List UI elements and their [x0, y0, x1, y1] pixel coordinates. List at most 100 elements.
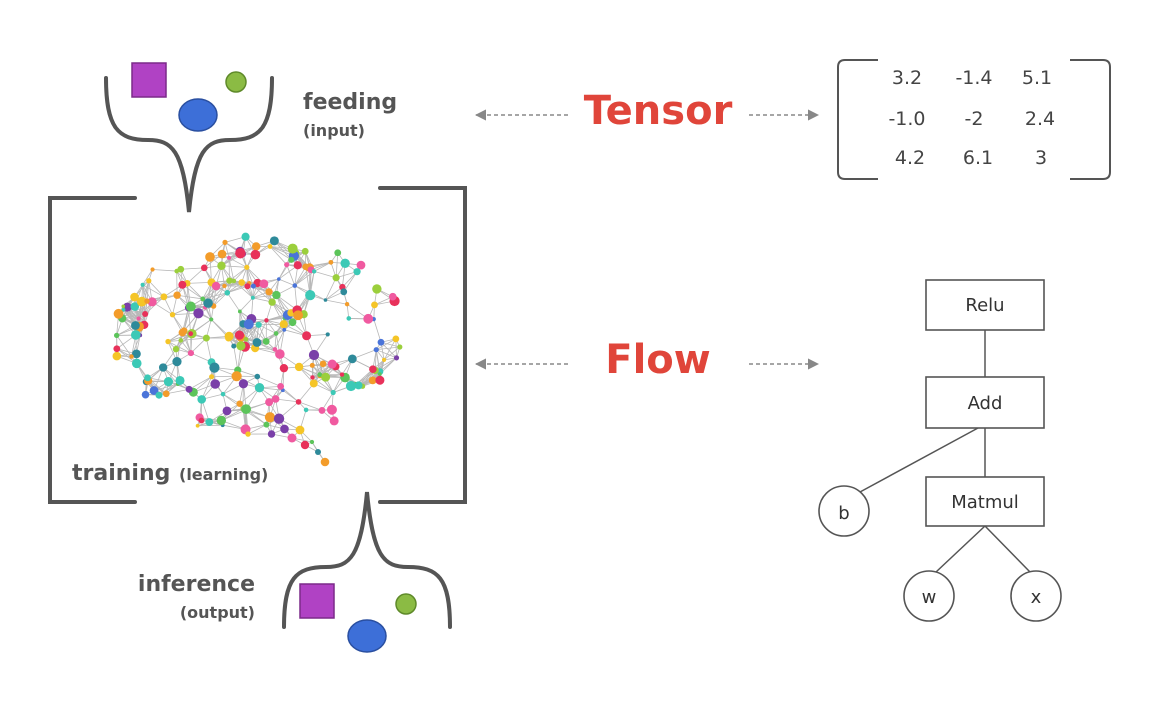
brain-connection — [258, 324, 277, 334]
brain-connection — [202, 285, 225, 300]
brain-neuron — [377, 338, 385, 346]
brain-connection — [278, 259, 292, 280]
brain-neuron — [288, 256, 295, 263]
brain-connection — [343, 271, 358, 293]
brain-neuron — [129, 354, 134, 359]
brain-neuron — [222, 283, 227, 289]
brain-neuron — [150, 267, 155, 272]
output-subtitle: (output) — [180, 603, 255, 622]
brain-connection — [246, 267, 254, 287]
graph-edge — [859, 427, 979, 493]
brain-neuron — [220, 391, 226, 397]
brain-connection — [286, 264, 296, 286]
brain-neuron — [323, 298, 328, 302]
brain-neuron — [200, 264, 208, 272]
brain-neuron — [325, 332, 330, 337]
brain-connection — [233, 280, 254, 299]
brain-neuron — [254, 373, 261, 380]
brain-neuron — [339, 372, 345, 377]
brain-connection — [275, 398, 299, 403]
brain-connection — [188, 376, 212, 390]
brain-neuron — [238, 279, 245, 286]
brain-connection — [274, 329, 285, 350]
brain-connection — [266, 319, 285, 331]
brain-neuron — [300, 440, 310, 450]
brain-neuron — [309, 379, 318, 388]
matrix-cell: -1.4 — [955, 67, 992, 89]
output-title: inference — [138, 572, 255, 597]
input-circle-shape — [225, 71, 247, 93]
brain-neuron — [193, 308, 204, 319]
brain-connection — [202, 292, 228, 300]
brain-neuron — [162, 390, 170, 398]
brain-neuron — [112, 351, 122, 361]
brain-neuron — [121, 307, 126, 312]
brain-neuron — [356, 260, 366, 270]
brain-connection — [346, 304, 350, 319]
brain-neuron — [277, 277, 281, 281]
brain-connection — [314, 270, 337, 279]
brain-connection — [228, 257, 235, 282]
brain-neuron — [392, 335, 400, 343]
brain-neuron — [293, 310, 303, 321]
brain-neuron — [303, 407, 309, 413]
brain-connection — [321, 392, 334, 411]
brain-neuron — [250, 295, 255, 300]
brain-neuron — [265, 398, 274, 407]
brain-connection — [213, 292, 228, 307]
brain-neuron — [305, 290, 316, 301]
brain-neuron — [226, 255, 232, 260]
brain-connection — [278, 278, 295, 286]
brain-neuron — [144, 374, 151, 382]
matrix-left-bracket — [837, 59, 878, 180]
brain-connection — [313, 262, 332, 272]
brain-neuron — [371, 301, 378, 309]
brain-neuron — [272, 347, 278, 352]
brain-neuron — [202, 334, 210, 342]
brain-connection — [142, 269, 153, 286]
brain-neuron — [377, 372, 382, 377]
brain-neuron — [178, 328, 187, 337]
brain-connection — [271, 278, 280, 303]
brain-neuron — [149, 386, 159, 395]
brain-neuron — [295, 399, 302, 405]
brain-neuron — [279, 320, 288, 329]
brain-neuron — [130, 302, 140, 311]
brain-neuron — [140, 282, 145, 287]
brain-neuron — [231, 343, 237, 349]
brain-neuron — [262, 338, 270, 345]
brain-connection — [152, 269, 177, 272]
brain-neuron — [275, 349, 285, 359]
flow-section: Flow — [474, 337, 820, 383]
training-box: training (learning) — [48, 186, 467, 504]
brain-neuron — [329, 416, 339, 426]
brain-neuron — [301, 247, 309, 255]
matrix-cell: 3 — [1035, 147, 1047, 169]
brain-connection — [266, 320, 277, 334]
brain-connection — [322, 363, 343, 375]
brain-neuron — [241, 404, 252, 415]
brain-neuron — [282, 327, 287, 332]
brain-connection — [167, 333, 191, 342]
brain-neuron — [209, 317, 214, 322]
brain-neuron — [158, 363, 168, 372]
output-square-shape — [299, 583, 335, 619]
brain-neuron — [131, 358, 142, 369]
brain-neuron — [319, 360, 327, 368]
brain-neuron — [284, 262, 290, 268]
brain-connection — [335, 252, 339, 278]
brain-neuron — [388, 292, 397, 301]
matmul-node: Matmul — [925, 476, 1045, 527]
brain-neuron — [264, 412, 276, 423]
brain-neuron — [263, 421, 270, 428]
brain-neuron — [267, 430, 276, 438]
brain-neuron — [288, 318, 297, 327]
relu-node-label: Relu — [965, 295, 1004, 316]
brain-neuron — [252, 242, 261, 251]
add-node: Add — [925, 376, 1045, 429]
brain-neuron — [369, 365, 377, 373]
brain-connection — [298, 401, 323, 411]
matrix-cell: -2 — [965, 108, 984, 130]
brain-neuron — [113, 345, 121, 353]
brain-neuron — [354, 381, 363, 390]
